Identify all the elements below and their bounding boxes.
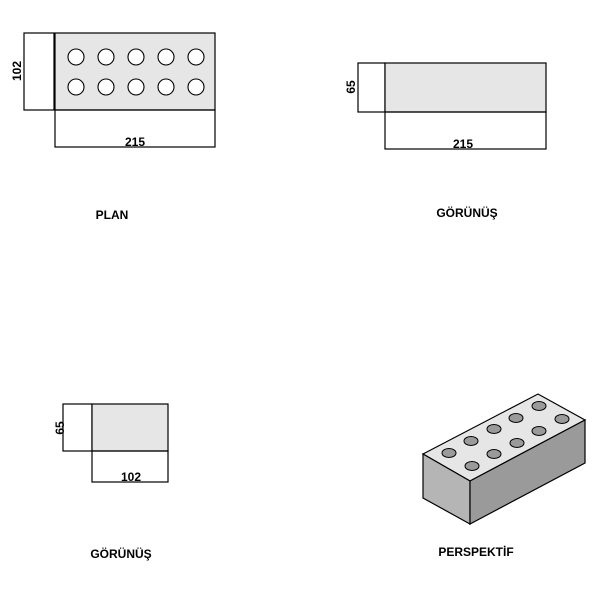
perspective-hole-grid <box>441 401 570 471</box>
plan-length-dim-label: 215 <box>125 135 145 149</box>
end-width-dim-label: 102 <box>121 470 141 484</box>
side-elevation-caption: GÖRÜNÜŞ <box>436 205 497 220</box>
perspective-hole <box>509 438 525 448</box>
end-brick-face <box>91 403 169 452</box>
plan-hole <box>67 48 85 66</box>
plan-brick-outline <box>54 32 216 111</box>
perspective-hole <box>464 461 480 471</box>
plan-length-dim-box <box>54 109 216 148</box>
end-width-dim-box <box>91 450 169 483</box>
perspective-caption: PERSPEKTİF <box>438 544 513 559</box>
plan-caption: PLAN <box>96 208 129 222</box>
plan-hole <box>127 78 145 96</box>
plan-hole <box>127 48 145 66</box>
plan-width-dim-box <box>23 32 55 111</box>
side-height-dim-label: 65 <box>344 80 358 94</box>
perspective-view: PERSPEKTİF <box>421 393 587 559</box>
side-height-dim-box <box>357 62 386 113</box>
side-elevation-view: 215 65 GÖRÜNÜŞ <box>344 62 547 220</box>
side-length-dim-box <box>384 111 547 150</box>
side-brick-face <box>384 62 547 113</box>
plan-hole <box>157 78 175 96</box>
end-elevation-view: 102 65 GÖRÜNÜŞ <box>53 403 169 561</box>
side-length-dim-label: 215 <box>453 137 473 151</box>
plan-hole <box>67 78 85 96</box>
plan-hole <box>97 48 115 66</box>
perspective-side-face <box>469 419 586 525</box>
plan-hole <box>187 48 205 66</box>
plan-hole <box>187 78 205 96</box>
plan-width-dim-label: 102 <box>10 61 24 81</box>
plan-hole <box>97 78 115 96</box>
plan-view: 215 102 PLAN <box>10 32 216 222</box>
end-height-dim-box <box>62 403 93 452</box>
perspective-hole <box>486 449 502 459</box>
plan-hole-grid <box>67 48 205 96</box>
perspective-hole <box>441 448 457 458</box>
perspective-hole <box>554 414 570 424</box>
perspective-hole <box>531 401 547 411</box>
perspective-hole <box>486 424 502 434</box>
end-height-dim-label: 65 <box>53 421 67 435</box>
plan-hole <box>157 48 175 66</box>
perspective-hole <box>508 413 524 423</box>
perspective-hole <box>463 436 479 446</box>
end-elevation-caption: GÖRÜNÜŞ <box>90 546 151 561</box>
perspective-hole <box>531 426 547 436</box>
